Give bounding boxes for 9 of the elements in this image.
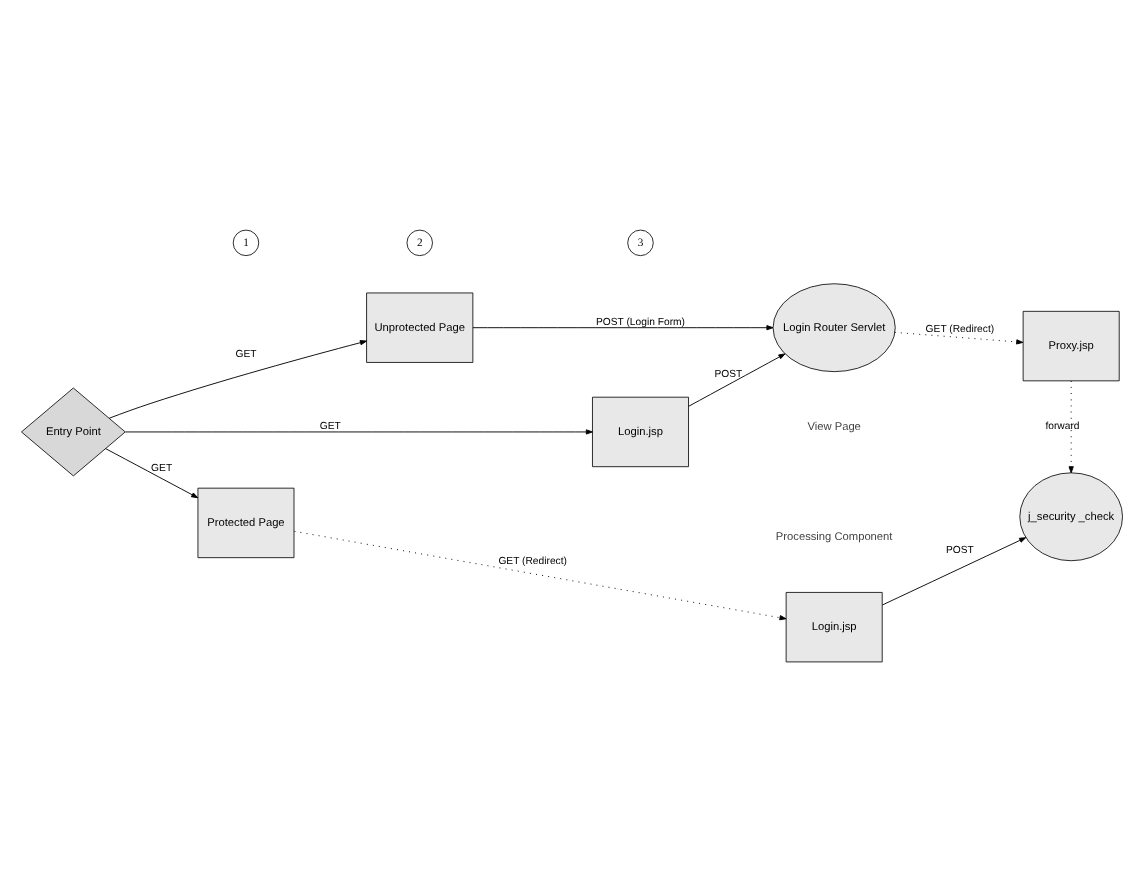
arrow: [688, 353, 786, 407]
arrow: [882, 537, 1027, 606]
arrow: [125, 429, 593, 435]
arrow: [105, 448, 199, 499]
arrow: [894, 331, 1024, 345]
arrow: [294, 530, 787, 621]
arrow: [1068, 380, 1074, 474]
arrow: [108, 340, 367, 419]
arrow: [472, 325, 774, 331]
